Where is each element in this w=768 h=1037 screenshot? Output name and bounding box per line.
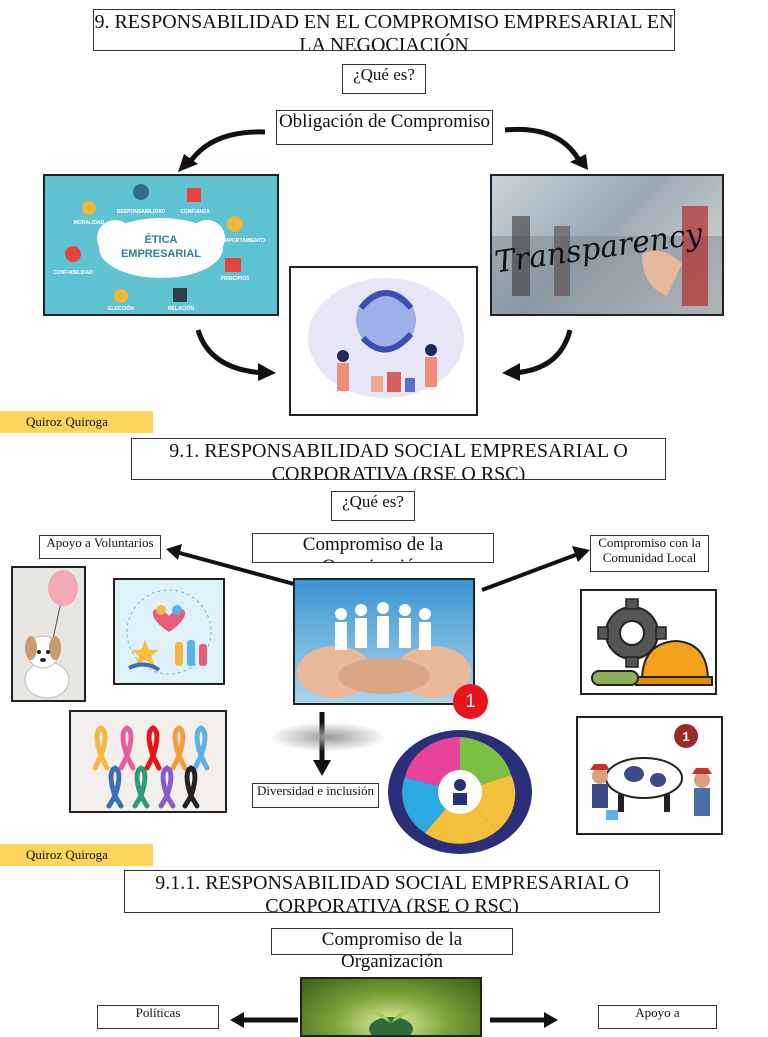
section1-author-tag: Quiroz Quiroga Alejandra — [0, 411, 153, 433]
arrow-right-section3-icon — [490, 1012, 558, 1028]
gear-helmet-image — [580, 589, 717, 695]
notification-number: 1 — [682, 729, 689, 744]
ethics-label-relacion: RELACIÓN — [168, 304, 195, 312]
section2-definition: Compromiso de la Organización — [252, 533, 494, 563]
arrow-to-community-icon — [481, 546, 590, 592]
ethics-label-eleccion: ELECCIÓN — [108, 304, 134, 312]
dog-balloon-image — [11, 566, 86, 702]
section2-title: 9.1. RESPONSABILIDAD SOCIAL EMPRESARIAL … — [131, 438, 666, 480]
section2-question: ¿Qué es? — [331, 491, 415, 521]
section1-title: 9. RESPONSABILIDAD EN EL COMPROMISO EMPR… — [93, 9, 675, 51]
awareness-ribbons-image — [69, 710, 227, 813]
ethics-label-confianza: CONFIANZA — [180, 209, 210, 215]
volunteer-icons-image — [113, 578, 225, 685]
nature-plant-image — [300, 977, 482, 1037]
diversity-label: Diversidad e inclusión — [252, 783, 379, 808]
volunteers-label: Apoyo a Voluntarios — [39, 535, 161, 559]
community-label: Compromiso con la Comunidad Local — [590, 535, 709, 572]
section1-definition: Obligación de Compromiso — [276, 110, 493, 145]
blur-shadow — [268, 722, 388, 752]
commerce-image — [289, 266, 478, 416]
policies-label: Políticas — [97, 1005, 219, 1029]
arrow-right-top-icon — [504, 126, 588, 170]
arrow-to-volunteers-icon — [166, 544, 295, 586]
arrow-left-top-icon — [178, 129, 266, 172]
ethics-center-line1: ÉTICA — [145, 233, 178, 246]
ethics-label-comportamiento: COMPORTAMIENTO — [217, 238, 265, 244]
ethics-label-principios: PRINCIPIOS — [221, 276, 251, 282]
transparency-image: Transparency — [490, 174, 724, 316]
section3-definition: Compromiso de la Organización — [271, 928, 513, 972]
notification-badge: 1 — [453, 684, 488, 719]
hands-community-image — [293, 578, 475, 705]
farmer-cow-image: 1 — [576, 716, 723, 835]
arrow-left-section3-icon — [230, 1012, 298, 1028]
support-label: Apoyo a — [598, 1005, 717, 1029]
arrow-left-bottom-icon — [195, 329, 276, 381]
section3-title: 9.1.1. RESPONSABILIDAD SOCIAL EMPRESARIA… — [124, 870, 660, 913]
ethics-label-responsabilidad: RESPONSABILIDAD — [117, 209, 166, 215]
ethics-label-moralidad: MORALIDAD — [74, 220, 105, 226]
section2-author-tag: Quiroz Quiroga Alejandra — [0, 844, 153, 866]
section1-question: ¿Qué es? — [342, 64, 426, 94]
ethics-image: ÉTICA EMPRESARIAL MORALIDAD RESPONSABILI… — [43, 174, 279, 316]
ethics-center-line2: EMPRESARIAL — [121, 248, 201, 260]
diversity-inclusion-image — [385, 727, 535, 857]
arrow-right-bottom-icon — [502, 329, 573, 381]
ethics-label-confiabilidad: CONFIABILIDAD — [53, 270, 93, 276]
